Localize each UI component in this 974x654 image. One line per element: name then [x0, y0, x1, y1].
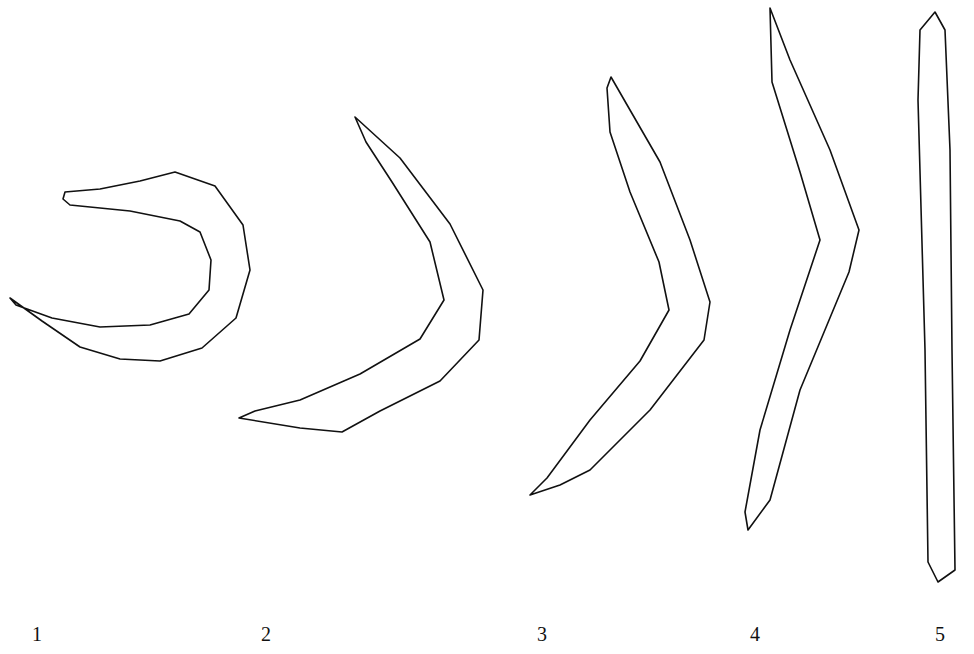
callout-number: 4	[750, 624, 760, 644]
worm-outline	[745, 8, 859, 530]
callout-number: 2	[261, 624, 271, 644]
worm-outline	[918, 12, 955, 582]
callout-number: 5	[935, 624, 945, 644]
callout-number: 1	[32, 624, 42, 644]
worm-outline	[10, 172, 250, 361]
worm-outline	[530, 77, 710, 495]
callout-number: 3	[537, 624, 547, 644]
worm-outline	[239, 117, 483, 432]
